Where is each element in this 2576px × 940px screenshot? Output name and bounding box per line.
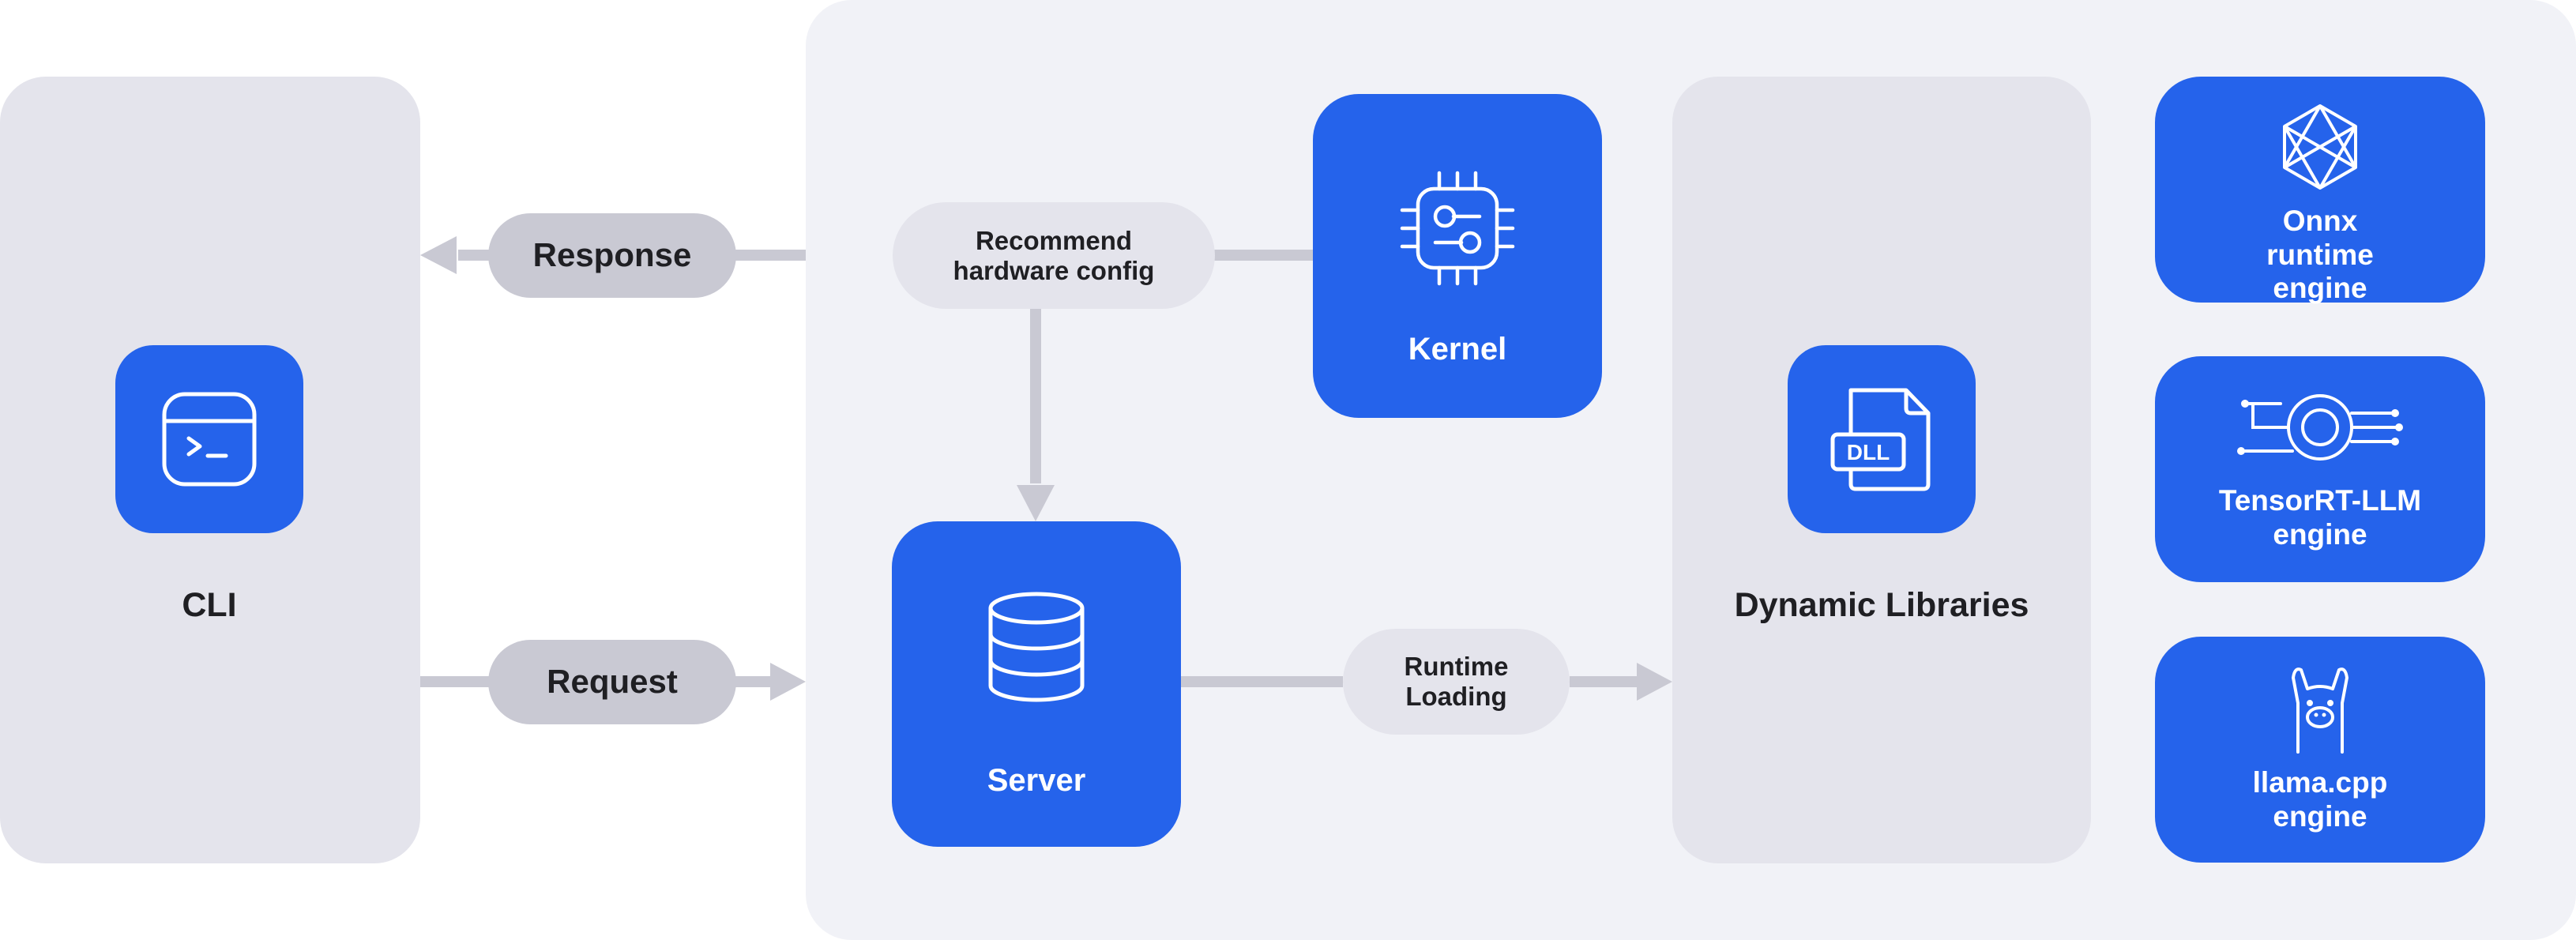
llama-engine-label: llama.cpp engine xyxy=(2155,766,2485,833)
kernel-box: Kernel xyxy=(1313,94,1602,418)
dynamic-libraries-label: Dynamic Libraries xyxy=(1734,586,2029,624)
tensorrt-engine-box: TensorRT-LLM engine xyxy=(2155,356,2485,582)
tensorrt-icon xyxy=(2237,394,2403,461)
request-arrowhead xyxy=(770,663,806,701)
recommend-pill: Recommend hardware config xyxy=(893,202,1215,309)
dll-file-icon: DLL xyxy=(1830,388,1931,491)
server-label: Server xyxy=(987,763,1086,798)
terminal-icon xyxy=(162,392,257,487)
runtime-arrowhead xyxy=(1637,663,1672,701)
response-pill: Response xyxy=(488,213,736,298)
runtime-pill-label: Runtime Loading xyxy=(1404,652,1509,711)
recommend-pill-label: Recommend hardware config xyxy=(953,225,1155,285)
llama-engine-text: llama.cpp engine xyxy=(2252,766,2388,833)
kernel-label: Kernel xyxy=(1408,332,1507,367)
database-icon xyxy=(988,592,1085,702)
llama-engine-box: llama.cpp engine xyxy=(2155,637,2485,863)
request-pill: Request xyxy=(488,640,736,724)
dll-icon-box: DLL xyxy=(1788,345,1976,533)
cli-icon-box xyxy=(115,345,303,533)
onnx-engine-text: Onnx runtime engine xyxy=(2266,205,2374,305)
llama-icon xyxy=(2292,667,2348,754)
chip-icon xyxy=(1400,171,1515,286)
recommend-arrowhead xyxy=(1017,485,1055,521)
server-box: Server xyxy=(892,521,1181,847)
cli-label: CLI xyxy=(182,586,237,624)
onnx-engine-label: Onnx runtime engine xyxy=(2155,205,2485,306)
onnx-icon xyxy=(2283,104,2357,190)
onnx-engine-box: Onnx runtime engine xyxy=(2155,77,2485,306)
runtime-pill: Runtime Loading xyxy=(1343,629,1570,735)
svg-text:DLL: DLL xyxy=(1847,440,1890,464)
tensorrt-engine-label: TensorRT-LLM engine xyxy=(2155,484,2485,551)
tensorrt-engine-text: TensorRT-LLM engine xyxy=(2218,484,2422,551)
response-arrowhead xyxy=(420,236,457,274)
